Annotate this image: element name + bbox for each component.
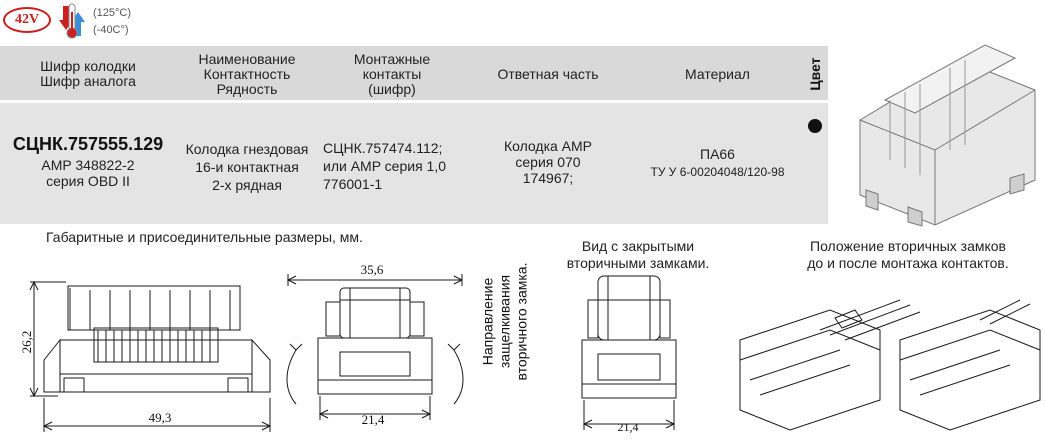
code-analog: AMP 348822-2 серия OBD II: [41, 157, 135, 189]
lock-direction-caption: Направление защелкивания вторичного замк…: [470, 262, 540, 398]
closed-locks-caption: Вид с закрытыми вторичными замками.: [566, 238, 710, 271]
material-main: ПА66: [700, 146, 735, 162]
header-material: Материал: [685, 66, 750, 82]
material-spec: ТУ У 6-00204048/120-98: [650, 165, 785, 179]
voltage-badge: 42V: [3, 7, 51, 33]
dimensions-caption: Габаритные и присоединительные размеры, …: [46, 229, 363, 245]
lock-positions-caption: Положение вторичных замков до и после мо…: [807, 238, 1009, 271]
contacts-cell: СЦНК.757474.112; или AMP серия 1,0 77600…: [323, 140, 446, 192]
header-contacts: Монтажные контакты (шифр): [353, 51, 431, 97]
side-view-drawing: [286, 274, 464, 420]
dim-width-front: 49,3: [148, 410, 172, 425]
mating-cell: Колодка AMP серия 070 174967;: [503, 138, 593, 186]
dim-width-side-bottom: 21,4: [361, 412, 385, 427]
header-code: Шифр колодки Шифр аналога: [40, 58, 136, 89]
code-main: СЦНК.757555.129: [12, 134, 164, 154]
header-name: Наименование Контактность Рядность: [198, 51, 296, 97]
connector-3d-drawing: [859, 44, 1036, 227]
closed-view-drawing: [581, 275, 677, 430]
dim-height: 26,2: [12, 331, 42, 354]
header-color: Цвет: [804, 54, 826, 96]
header-color-label: Цвет: [807, 57, 823, 91]
dim-width-closed: 21,4: [617, 420, 639, 434]
thermometer-icon: [57, 2, 89, 40]
voltage-label: 42V: [14, 12, 40, 27]
table-header: [0, 46, 828, 100]
color-swatch: [808, 119, 822, 133]
dim-height-text: 26,2: [19, 330, 34, 354]
dim-width-side-top: 35,6: [360, 262, 384, 277]
header-mating: Ответная часть: [497, 66, 599, 82]
lock-direction-text: Направление защелкивания вторичного замк…: [479, 262, 530, 381]
temperature-low: (-40C°): [93, 24, 129, 36]
temperature-high: (125°C): [93, 7, 132, 19]
name-cell: Колодка гнездовая 16-и контактная 2-х ря…: [185, 141, 309, 193]
lock-positions-drawing: [739, 299, 1041, 431]
table-row: [0, 103, 828, 224]
